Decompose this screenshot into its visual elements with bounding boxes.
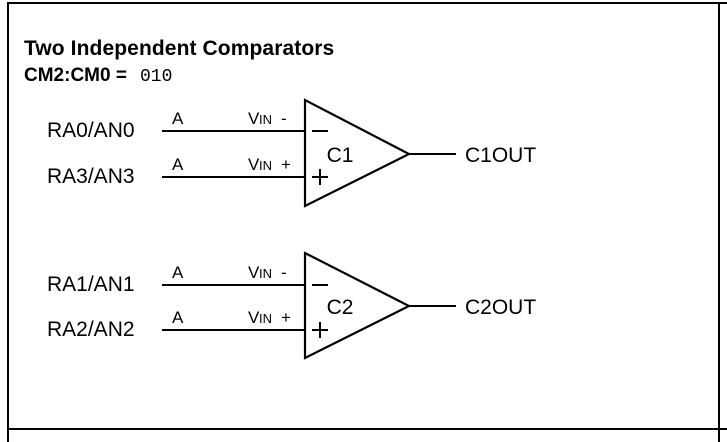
input-row-c1-plus: RA3/AN3 A V IN + <box>47 155 305 188</box>
figure-border <box>7 2 727 442</box>
input-row-c2-plus: RA2/AN2 A V IN + <box>47 308 305 341</box>
comparator-name-c2: C2 <box>327 296 354 319</box>
terminal-in-c1-minus: IN <box>259 112 272 127</box>
input-row-c1-minus: RA0/AN0 A V IN - <box>47 109 305 142</box>
terminal-in-c2-plus: IN <box>259 311 272 326</box>
terminal-in-c2-minus: IN <box>259 266 272 281</box>
terminal-sign-c1-minus: - <box>281 109 287 128</box>
terminal-v-c2-minus: V <box>248 263 260 282</box>
output-label-c1out: C1OUT <box>465 144 536 167</box>
mode-bits: 010 <box>140 67 172 87</box>
channel-label-c2-minus: A <box>172 263 184 282</box>
terminal-sign-c2-plus: + <box>281 308 291 327</box>
channel-label-c1-plus: A <box>172 155 184 174</box>
terminal-label-c1-vin-minus: V IN - <box>248 109 287 128</box>
plus-sign-c1 <box>312 169 328 185</box>
pin-label-ra1-an1: RA1/AN1 <box>47 273 135 296</box>
comparator-block-c1: RA0/AN0 A V IN - RA3/AN3 A V IN + <box>47 98 536 208</box>
terminal-sign-c2-minus: - <box>281 263 287 282</box>
mode-line: CM2:CM0 = 010 <box>24 65 172 87</box>
terminal-in-c1-plus: IN <box>259 158 272 173</box>
plus-sign-c2 <box>312 322 328 338</box>
terminal-v-c1-minus: V <box>248 109 260 128</box>
terminal-label-c2-vin-minus: V IN - <box>248 263 287 282</box>
pin-label-ra2-an2: RA2/AN2 <box>47 318 135 341</box>
output-label-c2out: C2OUT <box>465 296 536 319</box>
terminal-label-c2-vin-plus: V IN + <box>248 308 291 327</box>
comparator-symbol-c1 <box>303 98 412 208</box>
comparator-symbol-c2 <box>303 251 412 360</box>
terminal-sign-c1-plus: + <box>281 155 291 174</box>
terminal-label-c1-vin-plus: V IN + <box>248 155 291 174</box>
input-row-c2-minus: RA1/AN1 A V IN - <box>47 263 305 296</box>
terminal-v-c2-plus: V <box>248 308 260 327</box>
comparator-block-c2: RA1/AN1 A V IN - RA2/AN2 A V IN + <box>47 251 536 360</box>
comparator-name-c1: C1 <box>327 144 354 167</box>
mode-label: CM2:CM0 = <box>24 65 127 86</box>
figure-title: Two Independent Comparators <box>24 37 334 60</box>
pin-label-ra3-an3: RA3/AN3 <box>47 165 135 188</box>
pin-label-ra0-an0: RA0/AN0 <box>47 119 135 142</box>
channel-label-c1-minus: A <box>172 109 184 128</box>
channel-label-c2-plus: A <box>172 308 184 327</box>
terminal-v-c1-plus: V <box>248 155 260 174</box>
